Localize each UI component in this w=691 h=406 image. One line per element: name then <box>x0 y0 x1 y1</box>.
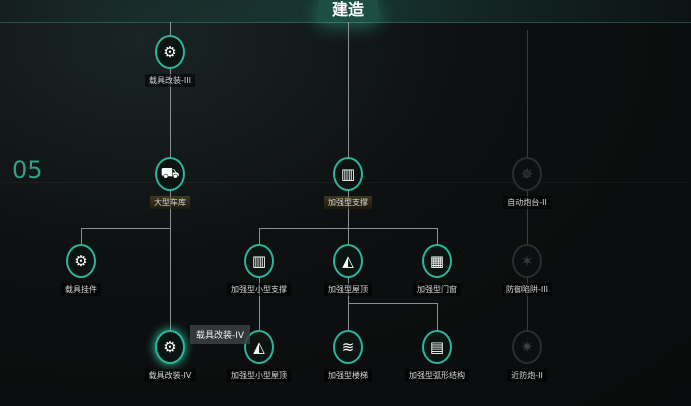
piston-icon: ⚙ <box>74 252 88 270</box>
truck-icon: ⛟ <box>160 164 180 182</box>
connector <box>348 303 437 304</box>
tech-node-label: 加强型小型支撑 <box>227 283 291 296</box>
tech-node-label: 载具改装-III <box>145 74 195 87</box>
tech-node-label: 加强型小型屋顶 <box>227 369 291 382</box>
tech-node[interactable]: ▤ <box>422 330 452 364</box>
tech-node[interactable]: ▦ <box>422 244 452 278</box>
stairs-icon: ≋ <box>341 338 355 356</box>
tooltip: 载具改装-IV <box>190 325 251 344</box>
piston-icon: ⚙ <box>163 338 177 356</box>
wall-panel-icon: ▥ <box>251 252 267 270</box>
roof-icon: ◭ <box>342 252 354 270</box>
connector <box>259 228 437 229</box>
tech-node[interactable]: ⚙ <box>155 35 185 69</box>
tech-node-label: 加强型楼梯 <box>324 369 372 382</box>
cannon-icon: ✷ <box>520 338 534 356</box>
tech-node[interactable]: ▥ <box>333 157 363 191</box>
tech-node-label: 加强型门窗 <box>413 283 461 296</box>
tech-node-label: 加强型屋顶 <box>324 283 372 296</box>
tech-node[interactable]: ✷ <box>512 330 542 364</box>
tech-node[interactable]: ◭ <box>333 244 363 278</box>
trap-icon: ✶ <box>520 252 534 270</box>
arch-icon: ▤ <box>429 338 445 356</box>
turret-icon: ✵ <box>520 165 534 183</box>
wall-panel-icon: ▥ <box>340 165 356 183</box>
header-band <box>0 0 691 23</box>
connector <box>437 303 438 347</box>
tech-node-label: 加强型弧形结构 <box>405 369 469 382</box>
tech-node-label: 载具挂件 <box>61 283 101 296</box>
roof-icon: ◭ <box>253 338 265 356</box>
tech-node[interactable]: ⚙ <box>155 330 185 364</box>
piston-icon: ⚙ <box>163 43 177 61</box>
tech-node-label: 自动炮台-II <box>503 196 551 209</box>
tech-node[interactable]: ✵ <box>512 157 542 191</box>
tech-node[interactable]: ≋ <box>333 330 363 364</box>
tech-node[interactable]: ▥ <box>244 244 274 278</box>
tier-number: 05 <box>12 156 43 184</box>
tech-node-label: 大型车库 <box>150 196 190 209</box>
door-window-icon: ▦ <box>429 252 445 270</box>
tech-node[interactable]: ✶ <box>512 244 542 278</box>
tech-node[interactable]: ⛟ <box>155 157 185 191</box>
tech-node-label: 近防炮-II <box>507 369 547 382</box>
tech-node[interactable]: ⚙ <box>66 244 96 278</box>
connector <box>81 228 171 229</box>
tech-node-label: 载具改装-IV <box>144 369 196 382</box>
tech-node-label: 防御陷阱-III <box>502 283 552 296</box>
page-title: 建造 <box>318 0 378 22</box>
tech-node-label: 加强型支撑 <box>324 196 372 209</box>
